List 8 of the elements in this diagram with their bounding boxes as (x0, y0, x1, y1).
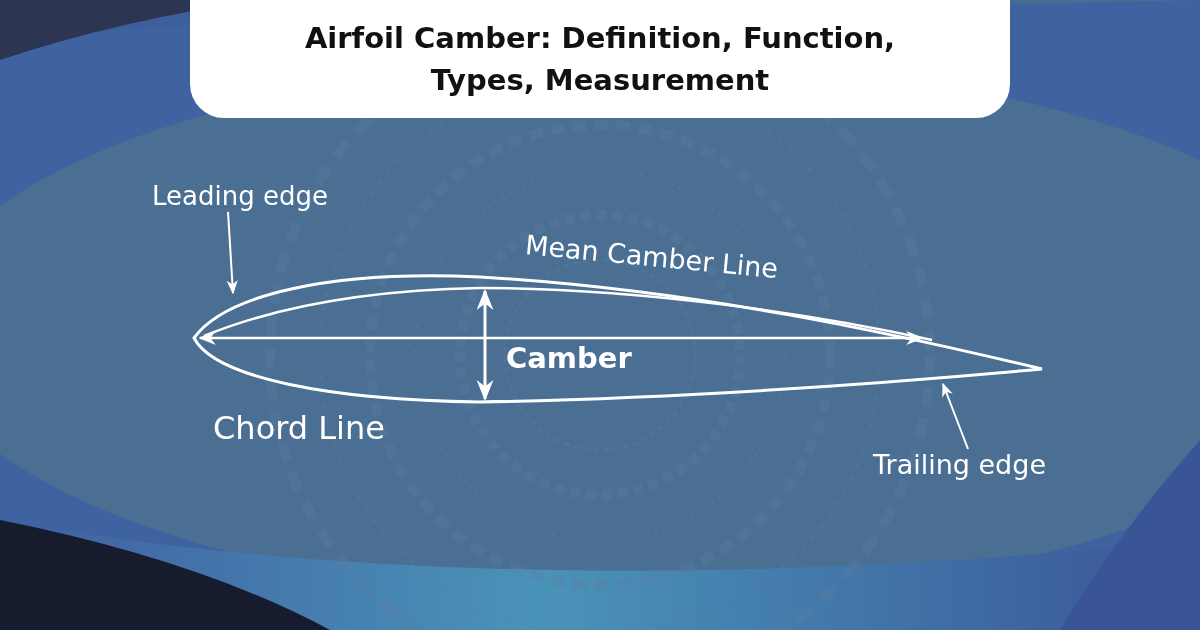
part-label: Camber (506, 342, 632, 376)
title: Airfoil Camber: Definition, Function, Types, Measurement (303, 19, 897, 99)
part-label: Mean Camber Line (524, 229, 780, 285)
leader-line (226, 210, 238, 295)
callout-label: Leading edge (152, 182, 328, 212)
callout-label: Trailing edge (873, 449, 1046, 481)
part-label: Chord Line (213, 410, 385, 447)
leader-line (942, 382, 969, 450)
